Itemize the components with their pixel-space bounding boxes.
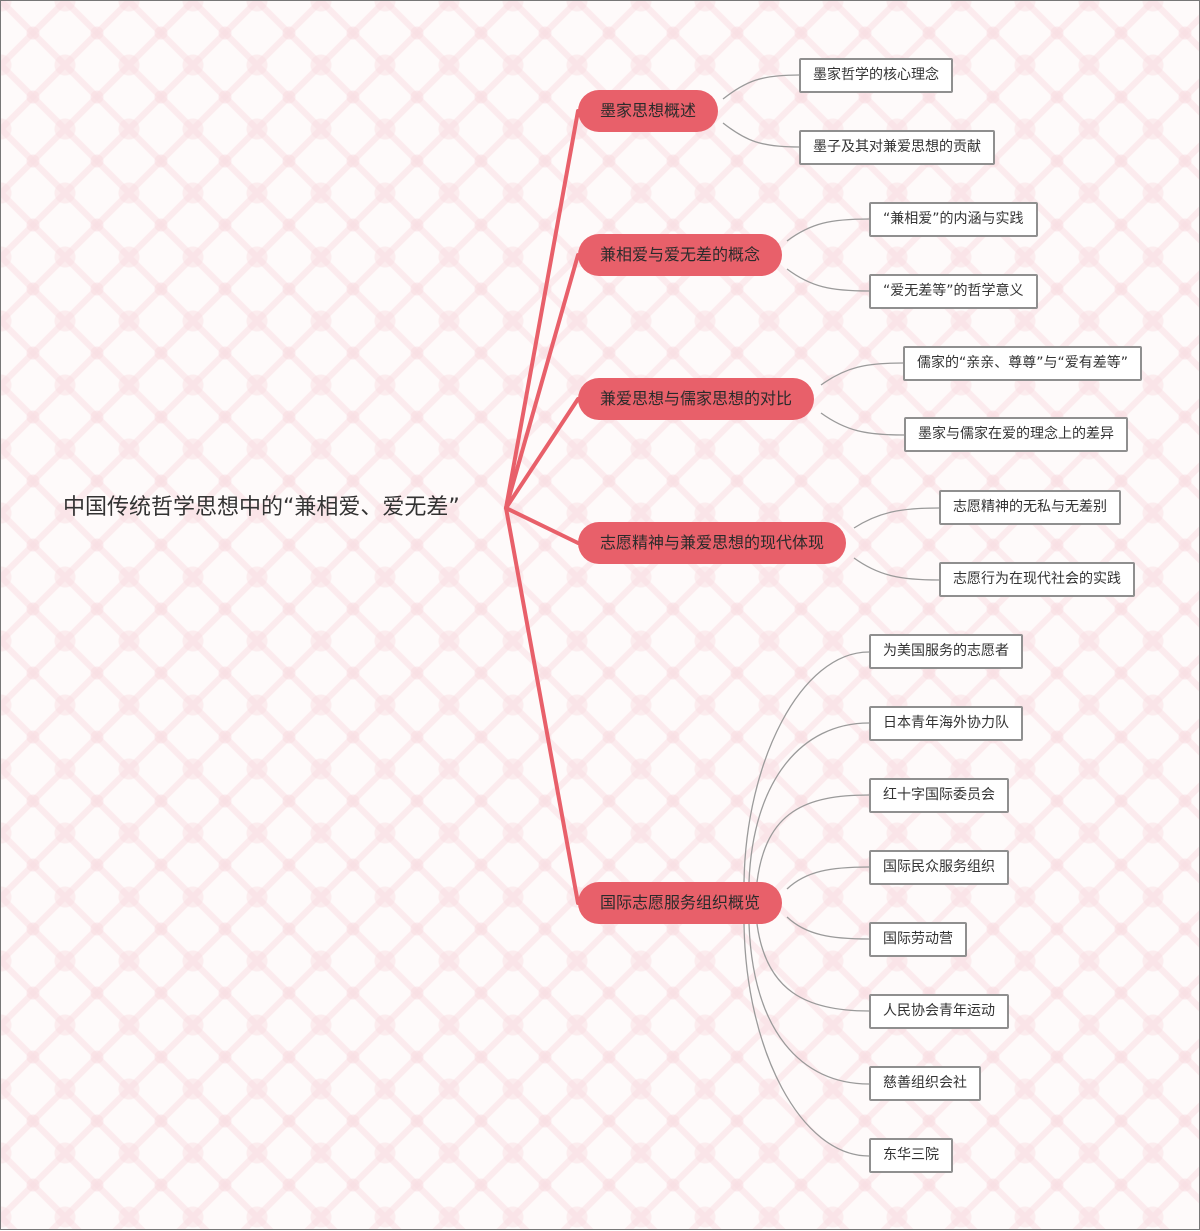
- subtopic-node[interactable]: 志愿行为在现代社会的实践: [939, 562, 1135, 597]
- subtopic-node[interactable]: “爱无差等”的哲学意义: [869, 274, 1038, 309]
- subtopic-node[interactable]: 为美国服务的志愿者: [869, 634, 1023, 669]
- branch-topic-comparison[interactable]: 兼爱思想与儒家思想的对比: [578, 378, 815, 420]
- subtopic-node[interactable]: 国际劳动营: [869, 922, 967, 957]
- subtopic-node[interactable]: 墨家与儒家在爱的理念上的差异: [904, 417, 1128, 452]
- branch-connector-1: [504, 109, 580, 510]
- branch-topic-intl-orgs[interactable]: 国际志愿服务组织概览: [578, 882, 783, 924]
- branch-topic-mohist-overview[interactable]: 墨家思想概述: [578, 90, 719, 132]
- subtopic-node[interactable]: 日本青年海外协力队: [869, 706, 1023, 741]
- subtopic-node[interactable]: 志愿精神的无私与无差别: [939, 490, 1121, 525]
- branch-connector-4: [504, 506, 580, 545]
- branch-connector-2: [504, 253, 580, 510]
- subtopic-node[interactable]: 儒家的“亲亲、尊尊”与“爱有差等”: [903, 346, 1143, 381]
- subtopic-node[interactable]: 墨子及其对兼爱思想的贡献: [799, 130, 995, 165]
- subtopic-node[interactable]: 国际民众服务组织: [869, 850, 1009, 885]
- subtopic-node[interactable]: 墨家哲学的核心理念: [799, 58, 953, 93]
- subtopic-node[interactable]: 东华三院: [869, 1138, 953, 1173]
- branch-topic-modern-volunteer[interactable]: 志愿精神与兼爱思想的现代体现: [578, 522, 847, 564]
- subtopic-node[interactable]: 慈善组织会社: [869, 1066, 981, 1101]
- root-topic[interactable]: 中国传统哲学思想中的“兼相爱、爱无差”: [63, 495, 460, 520]
- branch-connector-3: [504, 397, 580, 510]
- subtopic-node[interactable]: 红十字国际委员会: [869, 778, 1009, 813]
- branch-topic-concept[interactable]: 兼相爱与爱无差的概念: [578, 234, 783, 276]
- subtopic-node[interactable]: “兼相爱”的内涵与实践: [869, 202, 1038, 237]
- subtopic-node[interactable]: 人民协会青年运动: [869, 994, 1009, 1029]
- branch-connector-5: [504, 506, 580, 905]
